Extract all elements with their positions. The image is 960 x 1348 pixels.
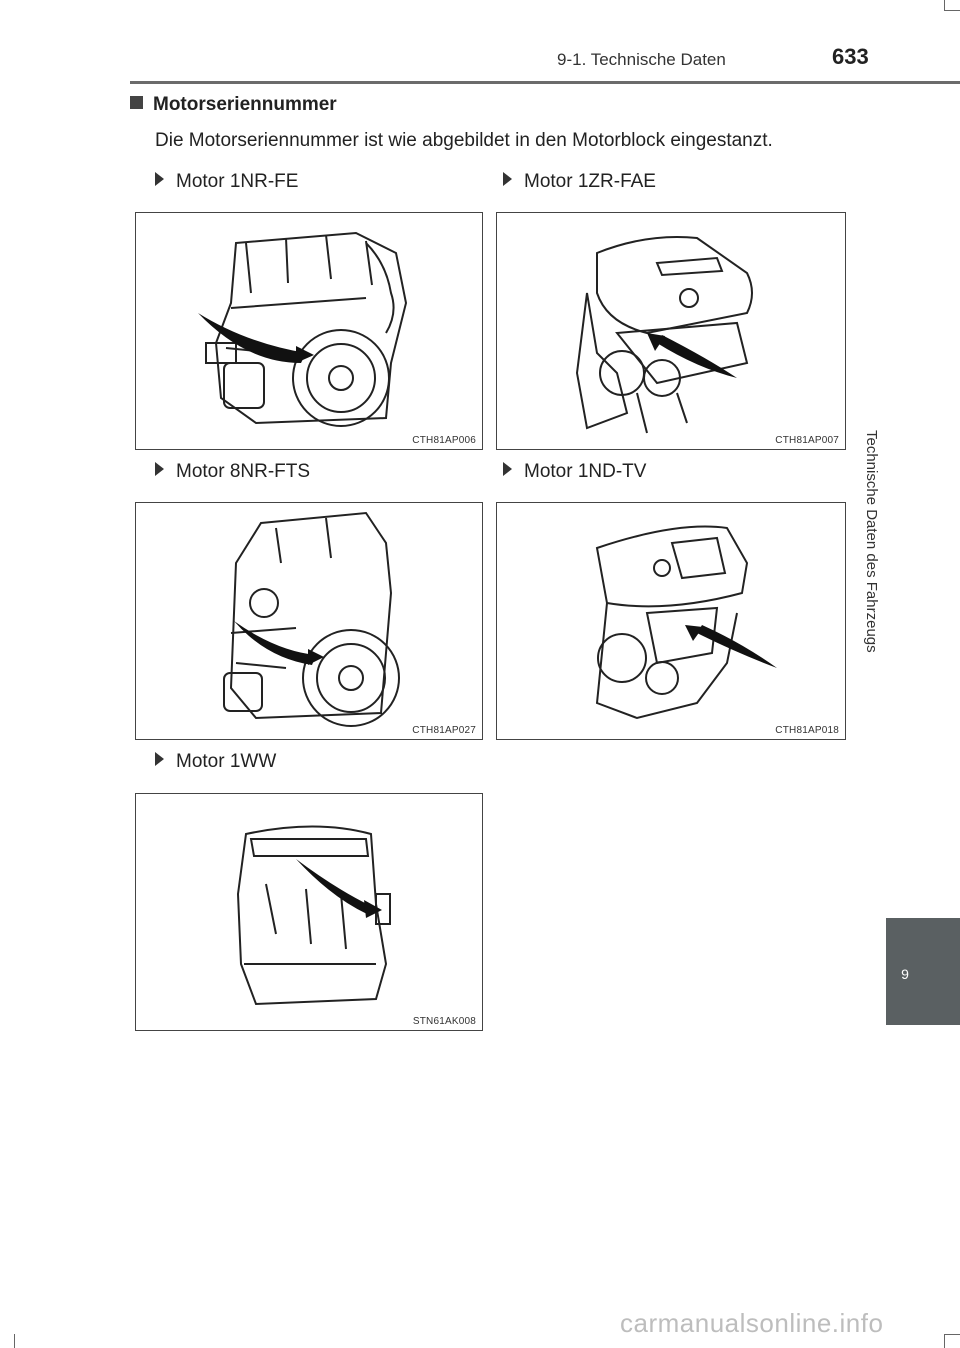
crop-mark — [944, 10, 960, 11]
section-heading: Motorseriennummer — [130, 94, 337, 116]
chapter-tab[interactable]: 9 — [886, 918, 960, 1025]
crop-mark — [944, 0, 945, 10]
engine-figure-1nd-tv: CTH81AP018 — [496, 502, 846, 740]
figure-code: STN61AK008 — [412, 1016, 476, 1027]
figure-caption: Motor 1ND-TV — [503, 461, 646, 483]
figure-code: CTH81AP018 — [775, 725, 839, 736]
section-heading-text: Motorseriennummer — [153, 94, 337, 115]
intro-text: Die Motorseriennummer ist wie abgebildet… — [155, 130, 773, 151]
engine-illustration — [595, 525, 777, 720]
square-bullet-icon — [130, 96, 143, 109]
page-number: 633 — [832, 44, 869, 69]
figure-caption: Motor 1NR-FE — [155, 171, 298, 193]
figure-code: CTH81AP027 — [412, 725, 476, 736]
engine-figure-8nr-fts: CTH81AP027 — [135, 502, 483, 740]
engine-figure-1ww: STN61AK008 — [135, 793, 483, 1031]
triangle-bullet-icon — [155, 462, 164, 476]
crop-mark — [14, 1334, 15, 1348]
figure-caption: Motor 8NR-FTS — [155, 461, 310, 483]
triangle-bullet-icon — [503, 172, 512, 186]
figure-code: CTH81AP007 — [775, 435, 839, 446]
crop-mark — [944, 1334, 945, 1348]
engine-illustration — [236, 825, 391, 1006]
engine-figure-1zr-fae: CTH81AP007 — [496, 212, 846, 450]
side-tab-label: Technische Daten des Fahrzeugs — [863, 430, 880, 653]
crop-mark — [944, 1334, 960, 1335]
figure-caption: Motor 1ZR-FAE — [503, 171, 656, 193]
triangle-bullet-icon — [155, 752, 164, 766]
engine-figure-1nr-fe: CTH81AP006 — [135, 212, 483, 450]
triangle-bullet-icon — [503, 462, 512, 476]
figure-code: CTH81AP006 — [412, 435, 476, 446]
engine-illustration — [575, 236, 753, 434]
figure-caption: Motor 1WW — [155, 751, 276, 773]
engine-illustration — [198, 231, 408, 427]
triangle-bullet-icon — [155, 172, 164, 186]
chapter-number: 9 — [901, 966, 909, 982]
section-title: 9-1. Technische Daten — [557, 50, 726, 69]
engine-illustration — [223, 511, 400, 727]
header-rule — [130, 81, 960, 84]
footer-brand[interactable]: carmanualsonline.info — [620, 1308, 884, 1338]
